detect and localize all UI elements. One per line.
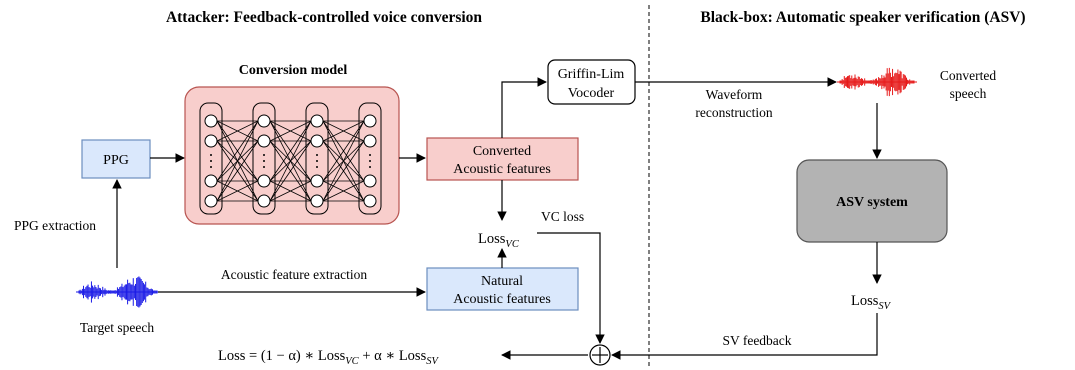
nn-connection xyxy=(216,120,259,182)
arrows xyxy=(112,77,882,360)
nn-node xyxy=(310,194,324,208)
nn-connection xyxy=(216,180,259,202)
nn-node xyxy=(204,114,218,128)
nn-node xyxy=(204,174,218,188)
asv-system-label: ASV system xyxy=(836,195,908,210)
ppg-box xyxy=(81,139,151,179)
vc-loss-label: VC loss xyxy=(541,209,584,224)
nn-node xyxy=(257,134,271,148)
blackbox-title: Black-box: Automatic speaker verificatio… xyxy=(700,9,1025,26)
loss-formula: Loss = (1 − α) ∗ LossVC + α ∗ LossSV xyxy=(218,348,439,367)
nn-ellipsis-dot xyxy=(369,160,371,162)
nn-connection xyxy=(269,120,312,202)
nn-ellipsis-dot xyxy=(316,160,318,162)
nn-ellipsis-dot xyxy=(369,154,371,156)
nn-connection xyxy=(322,120,365,202)
nn-node xyxy=(363,194,377,208)
nn-connection xyxy=(322,120,365,182)
nn-ellipsis-dot xyxy=(263,154,265,156)
nn-connection xyxy=(269,180,312,202)
neural-network xyxy=(199,102,382,215)
nn-connection xyxy=(322,180,365,202)
nn-ellipsis-dot xyxy=(263,160,265,162)
vocoder-line1: Griffin-Lim xyxy=(558,67,625,82)
target-waveform-icon xyxy=(76,276,160,308)
nn-node xyxy=(363,134,377,148)
nn-layer-frame xyxy=(199,102,223,215)
loss-sv-label: LossSV xyxy=(851,293,892,312)
nn-connection xyxy=(216,120,259,142)
converted-features-line1: Converted xyxy=(473,144,531,159)
sv-feedback-label: SV feedback xyxy=(722,333,791,348)
natural-features-line1: Natural xyxy=(481,274,523,289)
nn-node xyxy=(257,174,271,188)
nn-connection xyxy=(216,120,259,202)
nn-node xyxy=(310,174,324,188)
loss-vc-label: LossVC xyxy=(478,231,520,250)
nn-node xyxy=(310,114,324,128)
converted-waveform-icon xyxy=(837,67,917,97)
nn-ellipsis-dot xyxy=(210,154,212,156)
nn-node xyxy=(257,194,271,208)
arrow-lossvc-to-sum xyxy=(537,232,605,344)
conversion-model-title: Conversion model xyxy=(239,63,348,78)
nn-connection xyxy=(269,120,312,182)
nn-layer-frame xyxy=(358,102,382,215)
nn-node xyxy=(363,114,377,128)
converted-features-box xyxy=(426,137,579,181)
attacker-title: Attacker: Feedback-controlled voice conv… xyxy=(166,9,482,26)
nn-connection xyxy=(322,120,365,142)
nn-node xyxy=(257,114,271,128)
nn-layer-frame xyxy=(305,102,329,215)
nn-connection xyxy=(269,140,312,202)
nn-ellipsis-dot xyxy=(210,160,212,162)
nn-ellipsis-dot xyxy=(316,166,318,168)
ppg-extraction-label: PPG extraction xyxy=(14,218,96,233)
converted-speech-line2: speech xyxy=(950,86,987,101)
target-speech-label: Target speech xyxy=(80,320,154,335)
nn-ellipsis-dot xyxy=(210,166,212,168)
converted-speech-line1: Converted xyxy=(940,68,996,83)
nn-ellipsis-dot xyxy=(263,166,265,168)
natural-features-line2: Acoustic features xyxy=(453,292,551,307)
arrow-losssv-to-sum xyxy=(611,313,878,360)
nn-node xyxy=(204,194,218,208)
nn-node xyxy=(363,174,377,188)
nn-node xyxy=(310,134,324,148)
nn-ellipsis-dot xyxy=(369,166,371,168)
nn-connection xyxy=(269,120,312,142)
asv-system-box xyxy=(796,159,948,243)
nn-connection xyxy=(216,140,259,202)
ppg-label: PPG xyxy=(103,153,129,168)
acoustic-extraction-label: Acoustic feature extraction xyxy=(221,267,367,282)
waveform-reconstruction-line2: reconstruction xyxy=(695,105,772,120)
natural-features-box xyxy=(426,267,579,311)
arrow-converted-to-vocoder xyxy=(501,77,547,138)
nn-ellipsis-dot xyxy=(316,154,318,156)
nn-node xyxy=(204,134,218,148)
vocoder-line2: Vocoder xyxy=(568,86,615,101)
converted-features-line2: Acoustic features xyxy=(453,162,551,177)
waveform-reconstruction-line1: Waveform xyxy=(706,87,763,102)
nn-connection xyxy=(322,140,365,202)
nn-layer-frame xyxy=(252,102,276,215)
